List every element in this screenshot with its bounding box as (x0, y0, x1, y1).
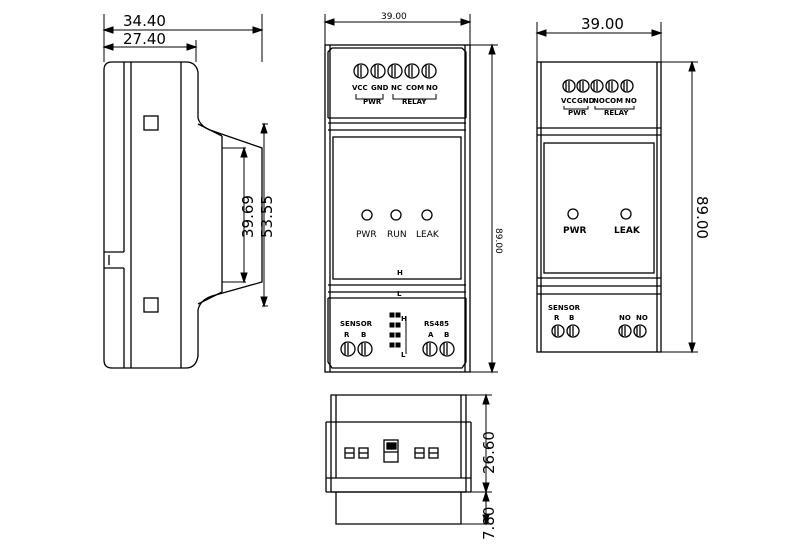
front2-window (543, 142, 655, 274)
bottom-view: 26.60 7.80 (325, 393, 498, 540)
front2-group-relay: RELAY (604, 109, 629, 117)
front1-led-leak: LEAK (416, 230, 440, 240)
front1-pwr-bracket (355, 94, 384, 100)
front1-rs485-title: RS485 (424, 320, 449, 328)
front1-dip-l: L (401, 351, 406, 359)
front2-dim-height: 89.00 (693, 196, 711, 239)
bottom-base-lip (335, 492, 462, 525)
front1-rs485-b: B (444, 331, 449, 339)
front1-led-run: RUN (387, 230, 407, 240)
front2-bottom-screws (551, 324, 647, 338)
front1-dip-h: H (401, 315, 407, 323)
bottom-terminal-slots (344, 447, 439, 459)
front1-switch-l: L (397, 290, 402, 298)
front1-terminal-no: NO (426, 84, 438, 92)
front1-terminal-vcc: VCC (352, 84, 368, 92)
dim-rail-inner: 39.69 (239, 195, 257, 238)
front2-group-pwr: PWR (568, 109, 587, 117)
front1-terminal-com: COM (406, 84, 424, 92)
front2-pwr-bracket (563, 106, 589, 110)
front1-sensor-b: B (361, 331, 366, 339)
front1-terminal-screws (353, 63, 437, 79)
front1-top-terminal-block (327, 47, 467, 118)
front2-terminal-vcc: VCC (561, 97, 577, 105)
side-dim-lines (102, 14, 264, 62)
front1-dim-width: 39.00 (381, 12, 407, 22)
front2-dims (535, 22, 698, 354)
side-rail-dims (222, 122, 268, 308)
front2-sensor-b: B (569, 314, 574, 322)
front1-relay-bracket (392, 94, 437, 100)
front1-led-pwr: PWR (356, 230, 377, 240)
front1-dims (323, 14, 498, 374)
front1-sensor-title: SENSOR (340, 320, 373, 328)
front2-leds (567, 208, 632, 220)
dim-depth: 27.40 (123, 30, 166, 48)
front1-switch-h: H (397, 269, 403, 277)
front-view-2: 39.00 89.00 VCC GND NO COM NO PWR RELAY … (535, 15, 711, 354)
side-inner-lines (104, 62, 223, 368)
bottom-dip-switch (383, 439, 399, 463)
front1-terminal-gnd: GND (371, 84, 389, 92)
front2-terminal-screws (562, 79, 634, 93)
front1-terminal-nc: NC (391, 84, 402, 92)
front1-dim-height: 89.00 (493, 228, 503, 254)
front2-terminal-com: COM (605, 97, 623, 105)
bottom-dims (461, 393, 492, 526)
front2-relay-bracket (594, 106, 635, 110)
front1-body (324, 44, 471, 373)
front1-group-relay: RELAY (402, 98, 427, 106)
front1-rs485-a: A (428, 331, 434, 339)
front2-out-no1: NO (619, 314, 631, 322)
front2-terminal-no1: NO (593, 97, 605, 105)
front1-dip-switch (389, 312, 407, 354)
front1-group-pwr: PWR (363, 98, 382, 106)
front1-leds (361, 209, 433, 221)
bottom-dim-base: 7.80 (480, 507, 498, 540)
front2-out-no2: NO (636, 314, 648, 322)
front1-bottom-terminal-block (327, 298, 467, 369)
dim-rail-outer: 53.55 (258, 195, 276, 238)
bottom-dim-height: 26.60 (480, 431, 498, 474)
front1-window (332, 136, 462, 280)
dim-overall-width: 34.40 (123, 12, 166, 30)
side-view: 34.40 27.40 (102, 12, 276, 369)
front2-body (536, 61, 662, 353)
front-view-1: 39.00 89.00 VCC GND NC COM NO PWR RELAY (323, 12, 503, 374)
front2-sensor-title: SENSOR (548, 304, 581, 312)
front2-led-leak: LEAK (614, 226, 641, 236)
front2-terminal-no2: NO (625, 97, 637, 105)
front2-dim-width: 39.00 (581, 15, 624, 33)
front2-sensor-r: R (554, 314, 560, 322)
front2-led-pwr: PWR (563, 226, 587, 236)
front1-bottom-screws (340, 341, 455, 357)
front1-sensor-r: R (344, 331, 350, 339)
side-body-outline (103, 61, 263, 369)
front2-terminal-gnd: GND (577, 97, 595, 105)
side-window-bottom (143, 297, 159, 313)
side-window-top (143, 115, 159, 131)
